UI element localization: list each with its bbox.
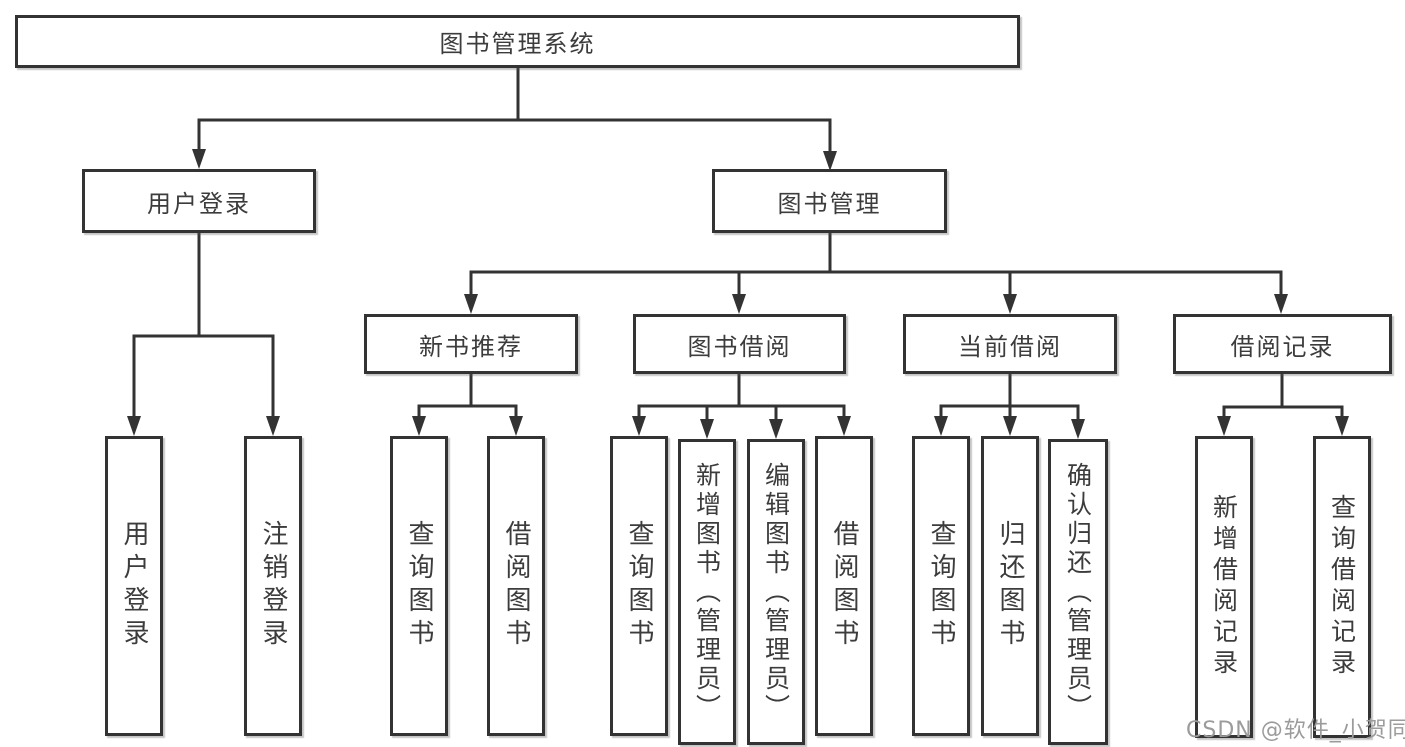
leaf-query-books-3-label: 查询图书: [926, 520, 956, 652]
node-current-borrowing-label: 当前借阅: [958, 332, 1062, 361]
node-new-book-recommend: 新书推荐: [364, 314, 578, 374]
node-current-borrowing: 当前借阅: [903, 314, 1117, 374]
leaf-user-login-label: 用户登录: [119, 520, 149, 652]
node-user-login-label: 用户登录: [147, 189, 251, 218]
leaf-add-books-admin-label: 新增图书（管理员）: [692, 461, 722, 723]
node-user-login: 用户登录: [82, 169, 316, 233]
node-book-management-label: 图书管理: [777, 189, 882, 218]
leaf-borrow-books-1: 借阅图书: [487, 436, 545, 736]
leaf-query-books-1-label: 查询图书: [404, 520, 434, 652]
node-new-book-recommend-label: 新书推荐: [419, 332, 523, 361]
leaf-logout: 注销登录: [244, 436, 302, 736]
leaf-confirm-return-admin: 确认归还（管理员）: [1048, 439, 1108, 745]
leaf-add-borrow-record: 新增借阅记录: [1195, 436, 1253, 738]
leaf-add-borrow-record-label: 新增借阅记录: [1209, 494, 1239, 680]
node-book-borrowing-label: 图书借阅: [687, 332, 792, 361]
leaf-query-borrow-record-label: 查询借阅记录: [1327, 494, 1357, 680]
connector-new-book-rec-to-leaves: [412, 372, 523, 436]
connector-book-mgmt-to-level2: [464, 231, 1288, 314]
node-borrow-records: 借阅记录: [1173, 314, 1392, 374]
leaf-query-books-3: 查询图书: [912, 436, 970, 736]
connector-root-to-level1: [192, 66, 837, 171]
leaf-return-books: 归还图书: [981, 436, 1039, 736]
node-root-label: 图书管理系统: [439, 30, 596, 58]
connector-user-login-to-leaves: [127, 231, 280, 436]
connector-borrow-records-to-leaves: [1217, 372, 1349, 436]
node-borrow-records-label: 借阅记录: [1230, 332, 1335, 361]
node-root: 图书管理系统: [15, 15, 1020, 68]
connector-current-borrow-to-leaves: [934, 372, 1085, 439]
leaf-add-books-admin: 新增图书（管理员）: [678, 439, 736, 745]
connector-book-borrow-to-leaves: [632, 372, 851, 439]
leaf-confirm-return-admin-label: 确认归还（管理员）: [1063, 461, 1093, 723]
leaf-query-books-2: 查询图书: [610, 436, 668, 736]
leaf-query-books-2-label: 查询图书: [624, 520, 654, 652]
leaf-return-books-label: 归还图书: [995, 520, 1025, 652]
csdn-watermark: CSDN @软件_小贺同学: [1186, 718, 1405, 743]
leaf-borrow-books-2-label: 借阅图书: [829, 520, 859, 652]
node-book-management: 图书管理: [712, 169, 947, 233]
node-book-borrowing: 图书借阅: [633, 314, 846, 374]
leaf-logout-label: 注销登录: [258, 520, 288, 652]
leaf-query-books-1: 查询图书: [390, 436, 448, 736]
leaf-edit-books-admin: 编辑图书（管理员）: [747, 439, 805, 745]
leaf-borrow-books-1-label: 借阅图书: [501, 520, 531, 652]
leaf-edit-books-admin-label: 编辑图书（管理员）: [761, 461, 791, 723]
leaf-borrow-books-2: 借阅图书: [815, 436, 873, 736]
leaf-user-login: 用户登录: [105, 436, 163, 736]
leaf-query-borrow-record: 查询借阅记录: [1313, 436, 1371, 738]
